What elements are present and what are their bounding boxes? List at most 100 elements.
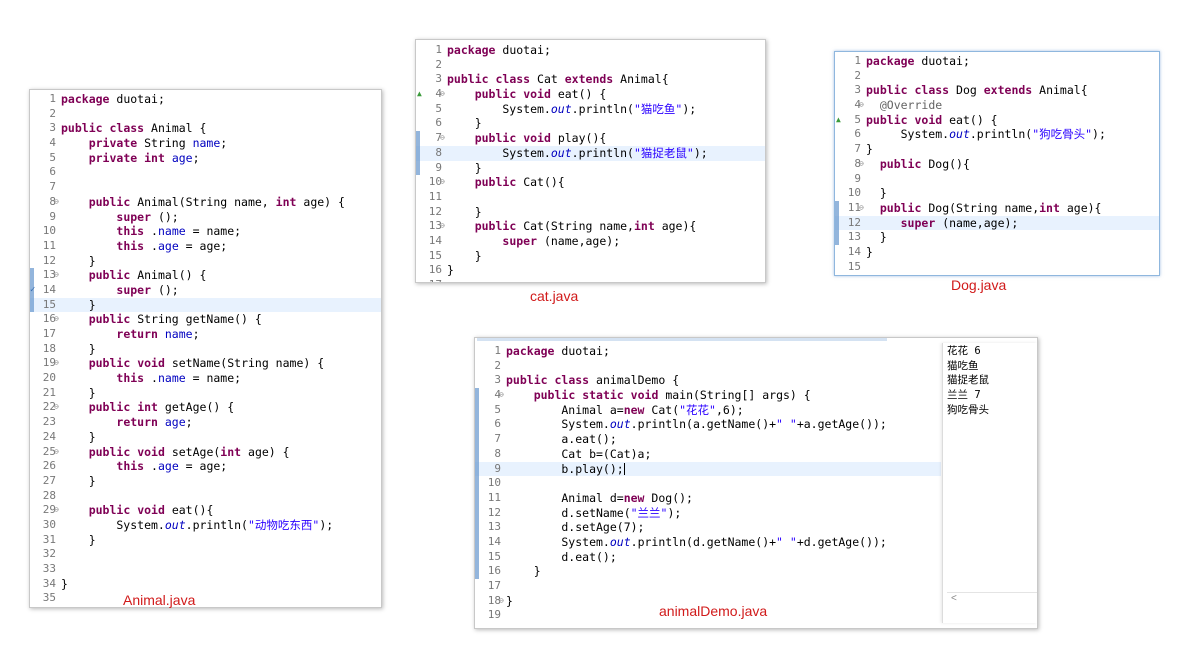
code-text[interactable]: public String getName() {: [61, 312, 262, 327]
fold-toggle-icon[interactable]: ⊖: [499, 595, 504, 605]
code-text[interactable]: Animal d=new Dog();: [506, 491, 693, 506]
code-text[interactable]: }: [447, 205, 482, 220]
code-line[interactable]: 2: [416, 58, 765, 73]
code-line[interactable]: 28: [30, 489, 381, 504]
code-text[interactable]: }: [61, 342, 96, 357]
code-text[interactable]: public void play(){: [447, 131, 607, 146]
code-text[interactable]: public void eat() {: [866, 113, 998, 128]
code-line[interactable]: 24 }: [30, 430, 381, 445]
code-line[interactable]: 14 System.out.println(d.getName()+" "+d.…: [475, 534, 941, 550]
code-text[interactable]: private String name;: [61, 136, 228, 151]
code-line[interactable]: 6 }: [416, 116, 765, 131]
code-line[interactable]: 7 a.eat();: [475, 432, 941, 447]
code-line[interactable]: ▲4⊖ public void eat() {: [416, 87, 765, 102]
code-line[interactable]: 34}: [30, 577, 381, 592]
code-text[interactable]: super (name,age);: [866, 216, 1019, 231]
code-line[interactable]: 12 super (name,age);: [835, 215, 1159, 231]
code-text[interactable]: package duotai;: [866, 54, 970, 69]
code-line[interactable]: 17 return name;: [30, 327, 381, 342]
code-line[interactable]: 16⊖ public String getName() {: [30, 312, 381, 327]
code-text[interactable]: public Animal(String name, int age) {: [61, 195, 345, 210]
code-line[interactable]: 7: [30, 180, 381, 195]
code-text[interactable]: this .name = name;: [61, 224, 241, 239]
code-text[interactable]: public class animalDemo {: [506, 373, 679, 388]
code-line[interactable]: 12 d.setName("兰兰");: [475, 505, 941, 521]
code-text[interactable]: public Cat(String name,int age){: [447, 219, 697, 234]
fold-toggle-icon[interactable]: ⊖: [54, 446, 59, 456]
code-line[interactable]: 11 this .age = age;: [30, 239, 381, 254]
code-line[interactable]: 15 d.eat();: [475, 549, 941, 565]
code-line[interactable]: 2: [835, 69, 1159, 84]
code-line[interactable]: 18⊖}: [475, 594, 941, 609]
code-line[interactable]: 30 System.out.println("动物吃东西");: [30, 518, 381, 533]
code-line[interactable]: ✓14 super ();: [30, 282, 381, 298]
code-text[interactable]: public class Animal {: [61, 121, 206, 136]
code-line[interactable]: 9: [835, 172, 1159, 187]
code-text[interactable]: }: [61, 430, 96, 445]
code-text[interactable]: System.out.println("狗吃骨头");: [866, 127, 1106, 142]
code-line[interactable]: 22⊖ public int getAge() {: [30, 400, 381, 415]
code-line[interactable]: 20 this .name = name;: [30, 371, 381, 386]
code-text[interactable]: public static void main(String[] args) {: [506, 388, 811, 403]
fold-toggle-icon[interactable]: ⊖: [440, 133, 445, 143]
code-text[interactable]: a.eat();: [506, 432, 616, 447]
code-line[interactable]: 18 }: [30, 342, 381, 357]
code-line[interactable]: 13⊖ public Animal() {: [30, 268, 381, 283]
code-text[interactable]: System.out.println("猫捉老鼠");: [447, 146, 707, 161]
scroll-left-icon[interactable]: <: [951, 593, 957, 604]
code-text[interactable]: super ();: [61, 283, 178, 298]
code-text[interactable]: }: [61, 386, 96, 401]
code-line[interactable]: 10⊖ public Cat(){: [416, 175, 765, 190]
code-line[interactable]: 4⊖ @Override: [835, 98, 1159, 113]
fold-toggle-icon[interactable]: ⊖: [859, 158, 864, 168]
code-text[interactable]: public void eat(){: [61, 503, 214, 518]
code-text[interactable]: package duotai;: [506, 344, 610, 359]
code-text[interactable]: this .age = age;: [61, 239, 227, 254]
code-line[interactable]: 8 Cat b=(Cat)a;: [475, 446, 941, 462]
code-text[interactable]: Animal a=new Cat("花花",6);: [506, 403, 743, 418]
code-line[interactable]: 15 }: [416, 249, 765, 264]
code-text[interactable]: package duotai;: [61, 92, 165, 107]
code-line[interactable]: 5 private int age;: [30, 151, 381, 166]
code-line[interactable]: 35: [30, 591, 381, 606]
code-text[interactable]: b.play();: [506, 462, 625, 477]
fold-toggle-icon[interactable]: ⊖: [54, 314, 59, 324]
code-line[interactable]: 33: [30, 562, 381, 577]
fold-toggle-icon[interactable]: ⊖: [499, 390, 504, 400]
code-text[interactable]: public void setAge(int age) {: [61, 445, 290, 460]
code-line[interactable]: 9 b.play();: [475, 461, 941, 477]
code-line[interactable]: 15: [835, 260, 1159, 275]
code-line[interactable]: 4 private String name;: [30, 136, 381, 151]
code-text[interactable]: public Animal() {: [61, 268, 207, 283]
fold-toggle-icon[interactable]: ⊖: [54, 358, 59, 368]
code-text[interactable]: System.out.println("动物吃东西");: [61, 518, 333, 533]
code-line[interactable]: 13 }: [835, 230, 1159, 245]
code-text[interactable]: public Cat(){: [447, 175, 565, 190]
code-line[interactable]: 5 Animal a=new Cat("花花",6);: [475, 402, 941, 418]
code-line[interactable]: 16}: [416, 263, 765, 278]
code-text[interactable]: }: [506, 594, 513, 609]
code-line[interactable]: 11 Animal d=new Dog();: [475, 490, 941, 506]
code-text[interactable]: }: [61, 298, 96, 313]
fold-toggle-icon[interactable]: ⊖: [54, 196, 59, 206]
code-line[interactable]: 7}: [835, 142, 1159, 157]
code-text[interactable]: public class Dog extends Animal{: [866, 83, 1088, 98]
override-indicator-icon[interactable]: ▲: [836, 114, 841, 124]
code-line[interactable]: 11: [416, 190, 765, 205]
code-line[interactable]: 6: [30, 165, 381, 180]
code-text[interactable]: @Override: [866, 98, 942, 113]
code-text[interactable]: }: [61, 533, 96, 548]
code-text[interactable]: }: [61, 474, 96, 489]
code-line[interactable]: 9 }: [416, 160, 765, 176]
fold-toggle-icon[interactable]: ⊖: [440, 177, 445, 187]
code-line[interactable]: 11⊖ public Dog(String name,int age){: [835, 200, 1159, 216]
code-line[interactable]: 13 d.setAge(7);: [475, 520, 941, 535]
code-text[interactable]: }: [61, 254, 96, 269]
